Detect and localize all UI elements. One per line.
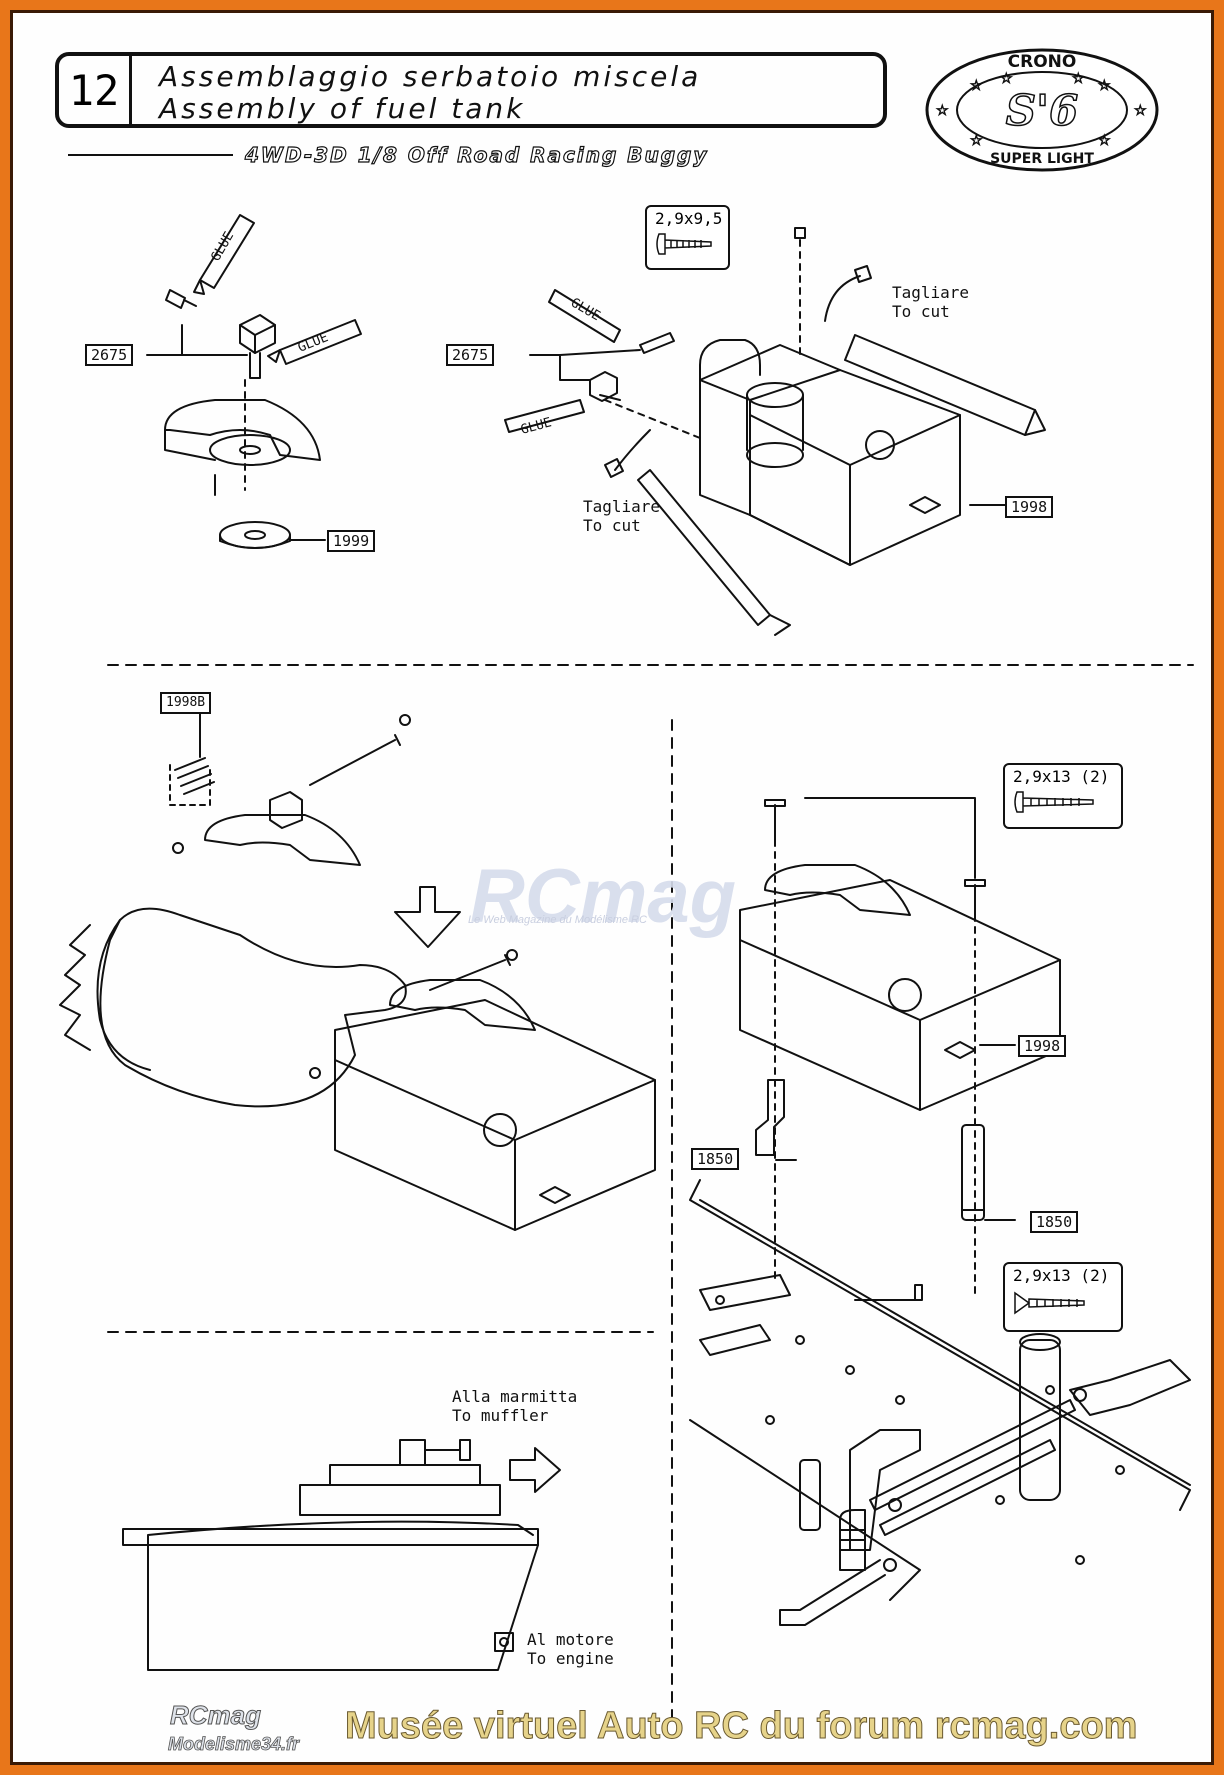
page-inner-border xyxy=(10,10,1214,1765)
cut-italian: Tagliare xyxy=(892,283,970,302)
muffler-italian: Alla marmitta xyxy=(452,1387,578,1406)
glue-label: GLUE xyxy=(519,415,553,438)
svg-text:☆: ☆ xyxy=(1134,103,1147,119)
screw-spec-text: 2,9x13 (2) xyxy=(1013,767,1110,786)
svg-text:☆: ☆ xyxy=(1000,71,1013,87)
glue-label: GLUE xyxy=(296,330,331,356)
title-box: 12 Assemblaggio serbatoio miscela Assemb… xyxy=(55,52,887,128)
part-2675-label: 2675 xyxy=(446,344,495,366)
part-1850-label: 1850 xyxy=(1030,1211,1079,1233)
screw-spec-box: 2,9x13 (2) xyxy=(1003,1262,1123,1332)
muffler-english: To muffler xyxy=(452,1406,549,1425)
svg-text:☆: ☆ xyxy=(1098,78,1111,94)
panel4-diagram xyxy=(689,797,1191,1626)
cut-note-bottom: Tagliare To cut xyxy=(583,497,660,535)
svg-text:☆: ☆ xyxy=(970,133,983,149)
engine-english: To engine xyxy=(527,1649,614,1668)
glue-label: GLUE xyxy=(208,229,237,264)
title-english: Assembly of fuel tank xyxy=(159,92,526,125)
title-italian: Assemblaggio serbatoio miscela xyxy=(159,60,702,93)
part-1998b-label: 1998B xyxy=(160,692,212,714)
screw-spec-text: 2,9x9,5 xyxy=(655,209,723,228)
panel1-diagram xyxy=(146,214,362,549)
cut-english: To cut xyxy=(583,516,641,535)
glue-label: GLUE xyxy=(568,295,603,324)
subtitle: 4WD-3D 1/8 Off Road Racing Buggy xyxy=(244,142,709,167)
step-number: 12 xyxy=(59,56,132,124)
screw-icon xyxy=(1014,791,1094,813)
screw-spec-box: 2,9x13 (2) xyxy=(1003,763,1123,829)
rcmag-watermark: RCmag xyxy=(470,854,737,939)
panel2-diagram xyxy=(504,227,1046,636)
muffler-note: Alla marmitta To muffler xyxy=(452,1387,577,1425)
footer-logo-subtitle: Modelisme34.fr xyxy=(168,1734,300,1755)
screw-icon xyxy=(656,233,712,255)
screw-spec-box: 2,9x9,5 xyxy=(645,205,730,270)
cut-note-top: Tagliare To cut xyxy=(892,283,969,321)
engine-note: Al motore To engine xyxy=(527,1630,614,1668)
svg-text:☆: ☆ xyxy=(970,78,983,94)
engine-italian: Al motore xyxy=(527,1630,614,1649)
subtitle-rule xyxy=(68,154,233,156)
footer-caption: Musée virtuel Auto RC du forum rcmag.com xyxy=(344,1705,1138,1748)
logo-center-text: S'6 xyxy=(1006,86,1078,135)
svg-text:☆: ☆ xyxy=(1098,133,1111,149)
footer-logo: RCmag xyxy=(169,1700,262,1731)
logo-bottom-text: SUPER LIGHT xyxy=(990,151,1094,167)
panel5-diagram xyxy=(122,1439,561,1671)
part-2675-label: 2675 xyxy=(85,344,134,366)
part-1999-label: 1999 xyxy=(327,530,376,552)
part-1998-label: 1998 xyxy=(1018,1035,1067,1057)
part-1850-label: 1850 xyxy=(691,1148,740,1170)
panel3-diagram xyxy=(59,711,656,1231)
crono-logo: CRONO S'6 SUPER LIGHT ☆ ☆ ☆ ☆ ☆ ☆ ☆ ☆ xyxy=(925,48,1159,172)
screw-spec-text: 2,9x13 (2) xyxy=(1013,1266,1110,1285)
part-1998-label: 1998 xyxy=(1005,496,1054,518)
rcmag-watermark-subtitle: Le Web Magazine du Modélisme RC xyxy=(468,914,647,926)
cut-italian: Tagliare xyxy=(583,497,661,516)
screw-icon xyxy=(1014,1291,1085,1315)
logo-top-text: CRONO xyxy=(1008,52,1077,72)
svg-text:☆: ☆ xyxy=(1072,71,1085,87)
cut-english: To cut xyxy=(892,302,950,321)
svg-text:☆: ☆ xyxy=(936,103,949,119)
